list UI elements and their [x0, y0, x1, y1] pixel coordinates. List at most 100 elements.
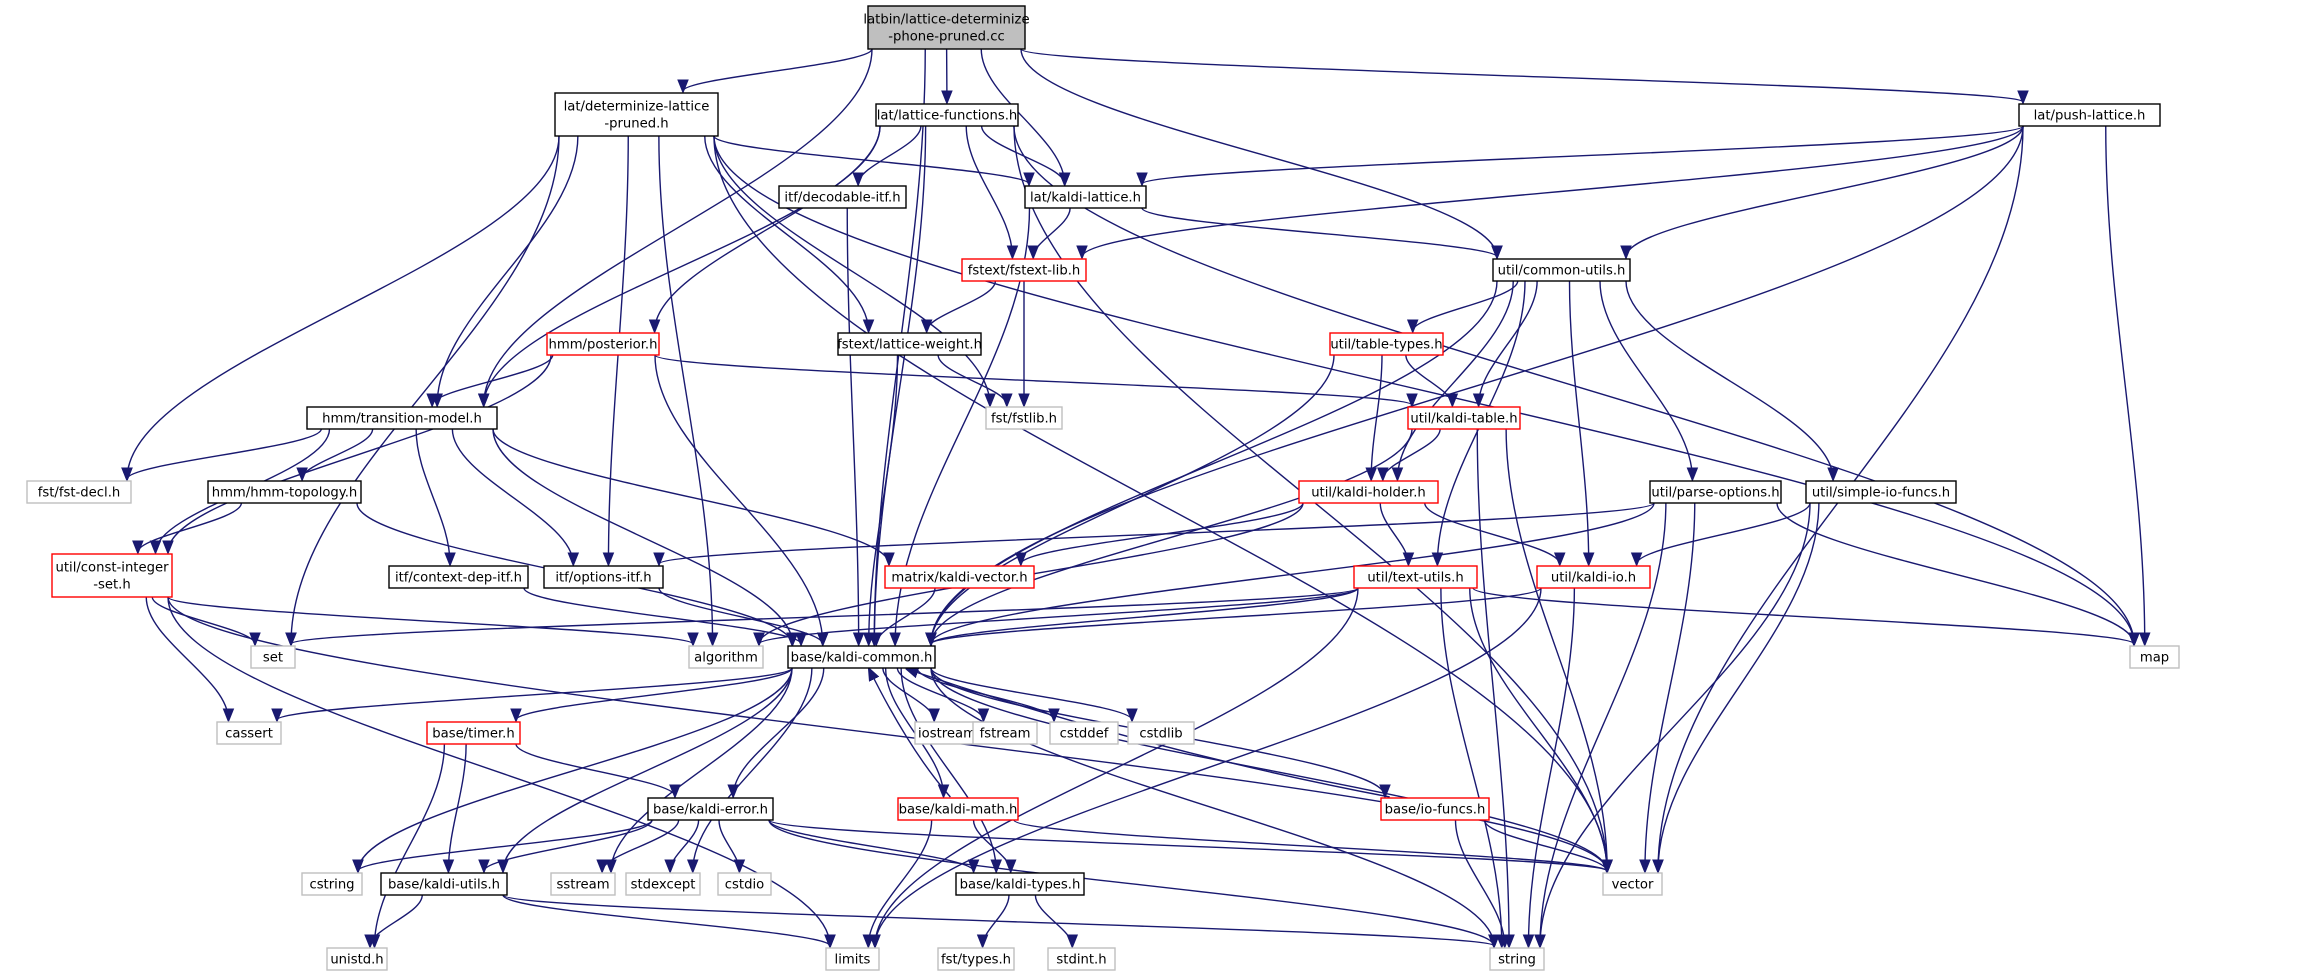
node-fstream: fstream: [972, 721, 1038, 745]
edge-kerr-to-stdexcept: [670, 819, 700, 871]
node-kmath[interactable]: base/kaldi-math.h: [897, 797, 1019, 821]
node-cstring-box: [301, 872, 363, 896]
edge-timer-to-kerr: [515, 743, 675, 796]
node-kio[interactable]: util/kaldi-io.h: [1536, 565, 1651, 589]
node-khold[interactable]: util/kaldi-holder.h: [1298, 480, 1439, 504]
node-fst_lib[interactable]: fstext/fstext-lib.h: [961, 258, 1087, 282]
edge-cu-to-kc: [931, 280, 1498, 644]
node-ktab-box: [1407, 406, 1521, 430]
edge-root-to-tm: [484, 48, 873, 405]
edge-kc-to-cstdlib: [930, 667, 1132, 720]
edge-sio-to-kio: [1637, 502, 1811, 564]
edge-popt-to-oi: [659, 502, 1655, 564]
node-post-label-0: hmm/posterior.h: [548, 338, 657, 353]
node-fstream-box: [972, 721, 1038, 745]
edge-tu-to-set: [291, 587, 1359, 644]
node-timer[interactable]: base/timer.h: [426, 721, 521, 745]
node-tm[interactable]: hmm/transition-model.h: [306, 406, 498, 430]
node-kerr[interactable]: base/kaldi-error.h: [647, 797, 774, 821]
edge-tu-to-alg: [759, 587, 1359, 644]
node-fdecl: fst/fst-decl.h: [26, 480, 132, 504]
node-cstdio: cstdio: [717, 872, 772, 896]
node-dlp-label-0: lat/determinize-lattice: [564, 100, 710, 115]
edge-dec-to-kc: [846, 207, 858, 644]
edge-kmath-to-limits: [868, 819, 933, 946]
node-stdexcept-label-0: stdexcept: [631, 878, 696, 893]
node-kv[interactable]: matrix/kaldi-vector.h: [884, 565, 1035, 589]
node-post[interactable]: hmm/posterior.h: [546, 332, 660, 356]
node-popt-label-0: util/parse-options.h: [1651, 486, 1779, 501]
edge-kl-to-cu: [1141, 207, 1497, 257]
edge-dlp-to-kl: [713, 135, 1029, 184]
node-kl[interactable]: lat/kaldi-lattice.h: [1024, 185, 1147, 209]
node-unistd-label-0: unistd.h: [330, 953, 383, 968]
node-iof[interactable]: base/io-funcs.h: [1380, 797, 1490, 821]
node-lf[interactable]: lat/lattice-functions.h: [875, 103, 1019, 127]
node-kut[interactable]: base/kaldi-utils.h: [380, 872, 508, 896]
nodes-layer: latbin/lattice-determinize-phone-pruned.…: [26, 5, 2180, 971]
edge-kio-to-string: [1528, 587, 1576, 946]
edge-tt-to-ktab: [1405, 354, 1453, 405]
edge-kut-to-unistd: [370, 894, 423, 946]
node-cis[interactable]: util/const-integer -set.h: [51, 553, 173, 598]
edge-kerr-to-kty: [768, 819, 974, 871]
edge-dlp-to-alg: [658, 135, 713, 644]
node-kty[interactable]: base/kaldi-types.h: [955, 872, 1085, 896]
node-fstlib-label-0: fst/fstlib.h: [991, 412, 1057, 427]
node-topo[interactable]: hmm/hmm-topology.h: [207, 480, 362, 504]
edge-lw-to-fstlib: [937, 354, 1007, 405]
node-pl[interactable]: lat/push-lattice.h: [2018, 103, 2161, 127]
node-root[interactable]: latbin/lattice-determinize-phone-pruned.…: [863, 5, 1030, 50]
node-kv-box: [884, 565, 1035, 589]
node-fdecl-box: [26, 480, 132, 504]
node-kmath-box: [897, 797, 1019, 821]
edge-kc-to-cstring: [358, 667, 793, 871]
node-fsttypes-box: [937, 947, 1015, 971]
node-cstring: cstring: [301, 872, 363, 896]
node-cis-box: [51, 553, 173, 598]
node-sio[interactable]: util/simple-io-funcs.h: [1805, 480, 1957, 504]
node-iof-label-0: base/io-funcs.h: [1385, 803, 1486, 818]
edge-cu-to-sio: [1625, 280, 1833, 479]
node-tu[interactable]: util/text-utils.h: [1353, 565, 1478, 589]
node-map-box: [2129, 645, 2180, 669]
node-fst_lib-box: [961, 258, 1087, 282]
node-ktab[interactable]: util/kaldi-table.h: [1407, 406, 1521, 430]
edge-kc-to-stdexcept: [693, 667, 813, 871]
edge-tu-to-limits: [875, 587, 1359, 946]
edge-kmath-to-kty: [972, 819, 1011, 871]
node-iof-box: [1380, 797, 1490, 821]
node-post-box: [546, 332, 660, 356]
node-cu[interactable]: util/common-utils.h: [1492, 258, 1631, 282]
edge-popt-to-string: [1540, 502, 1667, 946]
edge-dlp-to-map: [713, 135, 2134, 644]
node-kmath-label-0: base/kaldi-math.h: [899, 803, 1018, 818]
node-cdi[interactable]: itf/context-dep-itf.h: [388, 565, 529, 589]
node-oi[interactable]: itf/options-itf.h: [543, 565, 664, 589]
node-kc[interactable]: base/kaldi-common.h: [787, 645, 936, 669]
node-lw[interactable]: fstext/lattice-weight.h: [837, 332, 982, 356]
node-dec[interactable]: itf/decodable-itf.h: [778, 185, 907, 209]
node-unistd-box: [326, 947, 388, 971]
edge-kty-to-fsttypes: [983, 894, 1010, 946]
node-kl-label-0: lat/kaldi-lattice.h: [1030, 191, 1141, 206]
node-vector: vector: [1602, 872, 1663, 896]
edge-kc-to-timer: [516, 667, 793, 720]
node-cis-label-0: util/const-integer: [56, 561, 170, 576]
node-cstdlib-box: [1127, 721, 1195, 745]
node-root-label-0: latbin/lattice-determinize: [863, 13, 1029, 28]
node-tu-box: [1353, 565, 1478, 589]
node-cstdlib: cstdlib: [1127, 721, 1195, 745]
node-dlp[interactable]: lat/determinize-lattice-pruned.h: [554, 92, 719, 137]
node-cdi-box: [388, 565, 529, 589]
node-tt-label-0: util/table-types.h: [1330, 338, 1442, 353]
node-stdint: stdint.h: [1047, 947, 1116, 971]
node-cis-label-1: -set.h: [93, 578, 130, 593]
edge-popt-to-vector: [1645, 502, 1696, 871]
node-popt[interactable]: util/parse-options.h: [1649, 480, 1782, 504]
node-tt[interactable]: util/table-types.h: [1329, 332, 1444, 356]
node-fstlib: fst/fstlib.h: [985, 406, 1063, 430]
edge-timer-to-kut: [448, 743, 467, 871]
node-kty-box: [955, 872, 1085, 896]
edge-tm-to-topo: [302, 428, 374, 479]
